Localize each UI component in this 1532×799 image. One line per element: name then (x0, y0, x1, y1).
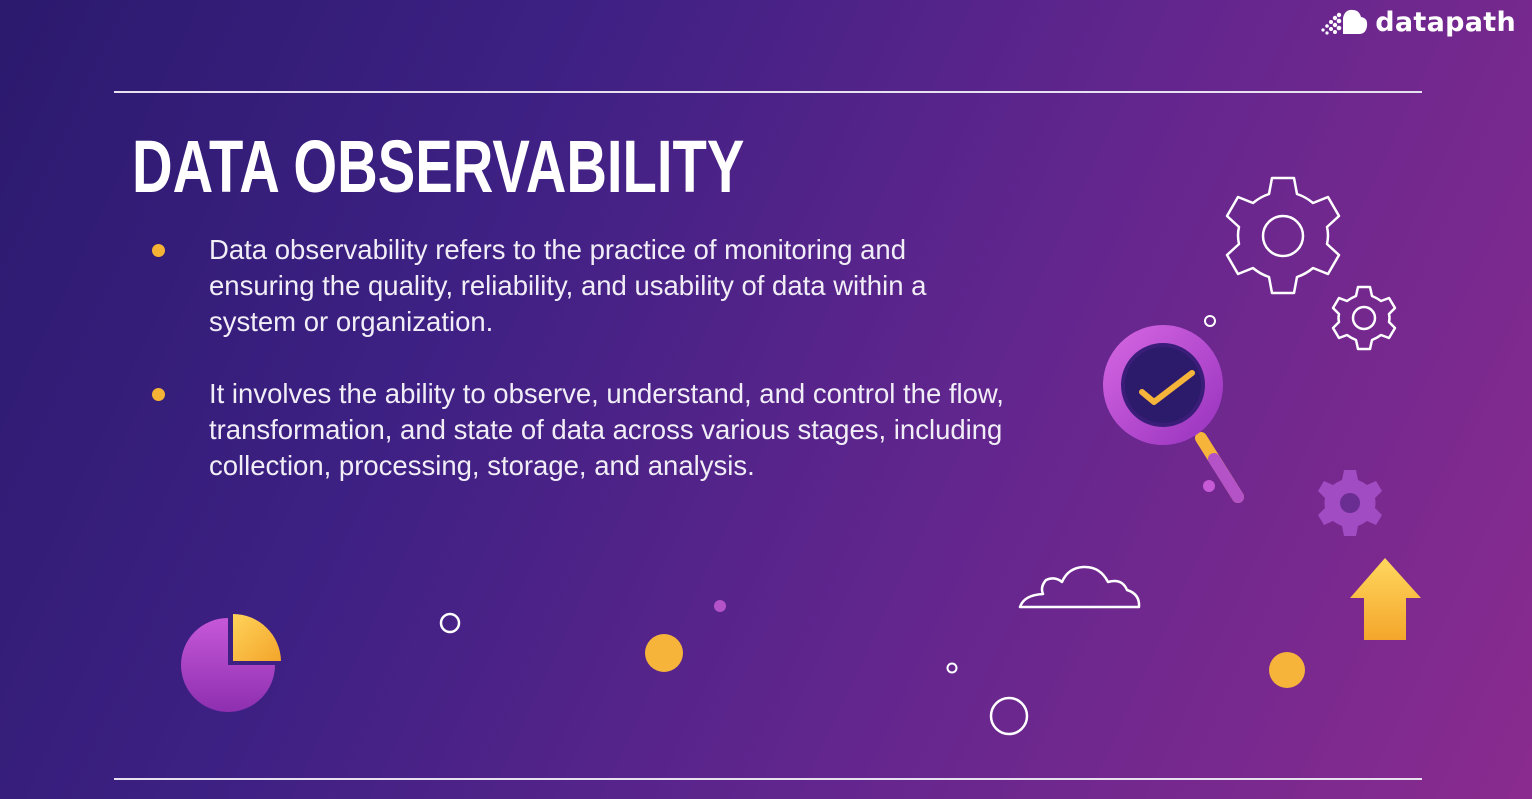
cloud-outline-icon (1018, 565, 1141, 609)
bullet-text: It involves the ability to observe, unde… (209, 378, 1004, 481)
ring-decoration (989, 696, 1029, 736)
bullet-dot (152, 388, 165, 401)
gear-large-icon (1225, 176, 1341, 295)
top-divider (114, 91, 1422, 93)
ring-decoration (439, 612, 461, 634)
up-arrow-icon (1350, 558, 1421, 640)
dot-decoration (714, 600, 726, 612)
bottom-divider (114, 778, 1422, 780)
slide-title: DATA OBSERVABILITY (132, 125, 745, 208)
gear-filled-icon (1318, 470, 1382, 536)
brand-name: datapath (1375, 6, 1516, 38)
brand-logo: datapath (1319, 4, 1516, 40)
bullet-list: Data observability refers to the practic… (152, 232, 1012, 520)
bullet-dot (152, 244, 165, 257)
bullet-item: Data observability refers to the practic… (152, 232, 1012, 340)
gear-small-icon (1331, 285, 1397, 351)
bullet-item: It involves the ability to observe, unde… (152, 376, 1012, 484)
ring-decoration (1204, 315, 1216, 327)
ring-decoration (946, 662, 958, 674)
bullet-text: Data observability refers to the practic… (209, 234, 927, 337)
dot-decoration (645, 634, 683, 672)
pie-chart-icon (181, 614, 281, 712)
cloud-dots-icon (1321, 9, 1368, 35)
dot-decoration (1269, 652, 1305, 688)
magnifier-check-icon (1103, 325, 1244, 503)
